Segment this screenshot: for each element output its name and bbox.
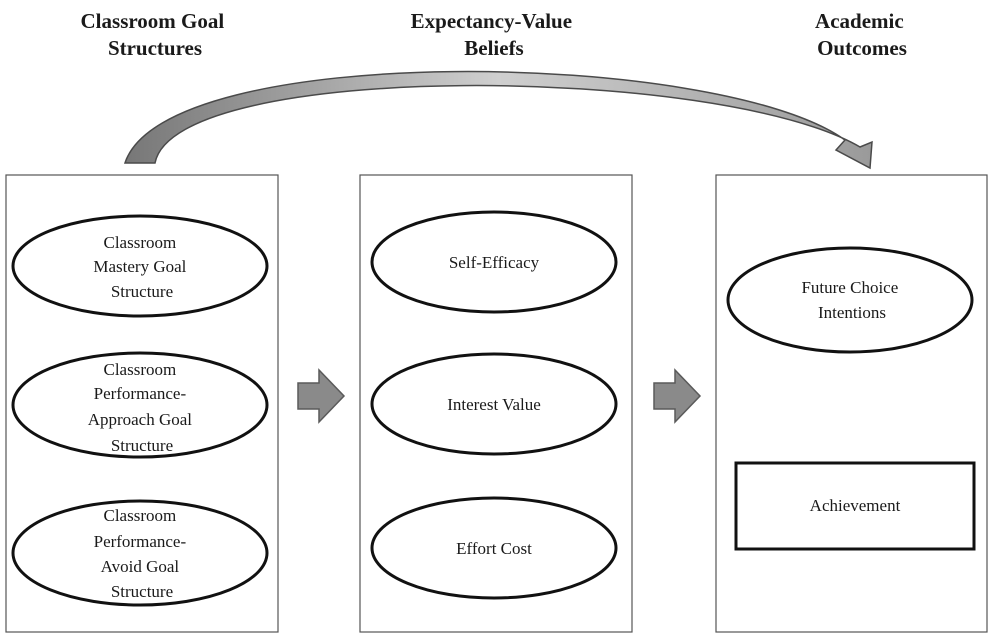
block-arrow-left <box>297 368 346 424</box>
node-achievement: Achievement <box>734 461 976 551</box>
node-future-choice-intentions: Future Choice Intentions <box>726 246 974 354</box>
header-academic-outcomes: Academic Outcomes <box>815 9 909 60</box>
svg-text:Self-Efficacy: Self-Efficacy <box>449 253 540 272</box>
node-performance-approach-goal-structure: Classroom Performance- Approach Goal Str… <box>11 351 269 459</box>
node-mastery-goal-structure: Classroom Mastery Goal Structure <box>11 214 269 318</box>
block-arrow-right <box>653 368 702 424</box>
svg-text:Future Choice Intentions: Future Choice Intentions <box>801 278 902 322</box>
node-effort-cost: Effort Cost <box>370 496 618 600</box>
curved-direct-arrow <box>123 70 873 170</box>
svg-text:Classroom Performance-: Classroom Performance- Approach Goal Str… <box>88 360 197 455</box>
svg-text:Interest Value: Interest Value <box>447 395 541 414</box>
node-performance-avoid-goal-structure: Classroom Performance- Avoid Goal Struct… <box>11 499 269 607</box>
node-self-efficacy: Self-Efficacy <box>370 210 618 314</box>
svg-text:Achievement: Achievement <box>810 496 901 515</box>
header-goal-structures: Classroom Goal Structures <box>81 9 230 60</box>
svg-text:Classroom Mastery Goal: Classroom Mastery Goal Structure <box>93 233 190 301</box>
svg-text:Effort Cost: Effort Cost <box>456 539 532 558</box>
node-interest-value: Interest Value <box>370 352 618 456</box>
svg-text:Classroom Performance-: Classroom Performance- Avoid Goal Struct… <box>94 506 191 601</box>
panel-academic-outcomes <box>715 174 988 633</box>
header-expectancy-value: Expectancy-Value Beliefs <box>411 9 578 60</box>
